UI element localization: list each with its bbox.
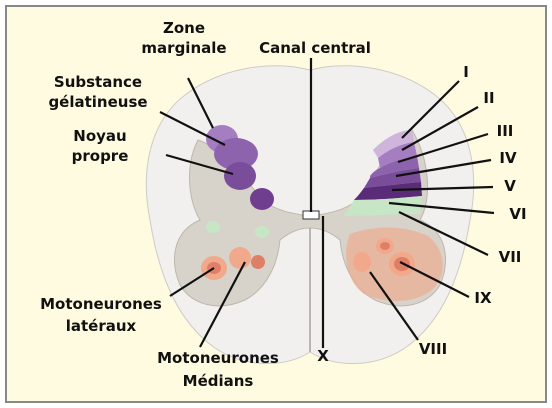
- label-lamina-I: I: [463, 63, 469, 81]
- label-zone-marginale-line1: Zone: [163, 19, 205, 37]
- label-lamina-IX: IX: [474, 289, 492, 307]
- label-noyau-propre-line1: Noyau: [73, 127, 126, 145]
- medial-motor-nucleus-right: [353, 252, 371, 272]
- label-lamina-III: III: [497, 122, 514, 140]
- left-intermediate-nucleus-1: [206, 221, 220, 233]
- label-canal-central: Canal central: [259, 39, 371, 57]
- medial-motor-nucleus-1: [229, 247, 251, 269]
- noyau-propre-region: [224, 162, 256, 190]
- label-lamina-II: II: [483, 89, 494, 107]
- motor-nucleus-right-1-core: [380, 242, 390, 250]
- label-motoneurones-medians-line2: Médians: [183, 372, 254, 390]
- deep-dorsal-nucleus: [250, 188, 274, 210]
- label-motoneurones-lateraux-line2: latéraux: [66, 317, 137, 335]
- label-lamina-IV: IV: [499, 149, 517, 167]
- medial-motor-nucleus-2: [251, 255, 265, 269]
- label-zone-marginale-line2: marginale: [141, 39, 226, 57]
- label-motoneurones-medians-line1: Motoneurones: [157, 349, 279, 367]
- label-lamina-VIII: VIII: [419, 340, 447, 358]
- label-lamina-V: V: [504, 177, 516, 195]
- label-noyau-propre-line2: propre: [72, 147, 129, 165]
- left-intermediate-nucleus-2: [255, 226, 269, 238]
- label-lamina-VI: VI: [509, 205, 526, 223]
- label-substance-gelatineuse-line2: gélatineuse: [48, 93, 147, 111]
- central-canal: [303, 211, 319, 219]
- label-motoneurones-lateraux-line1: Motoneurones: [40, 295, 162, 313]
- label-lamina-VII: VII: [499, 248, 522, 266]
- label-substance-gelatineuse-line1: Substance: [54, 73, 142, 91]
- label-x: X: [317, 347, 329, 365]
